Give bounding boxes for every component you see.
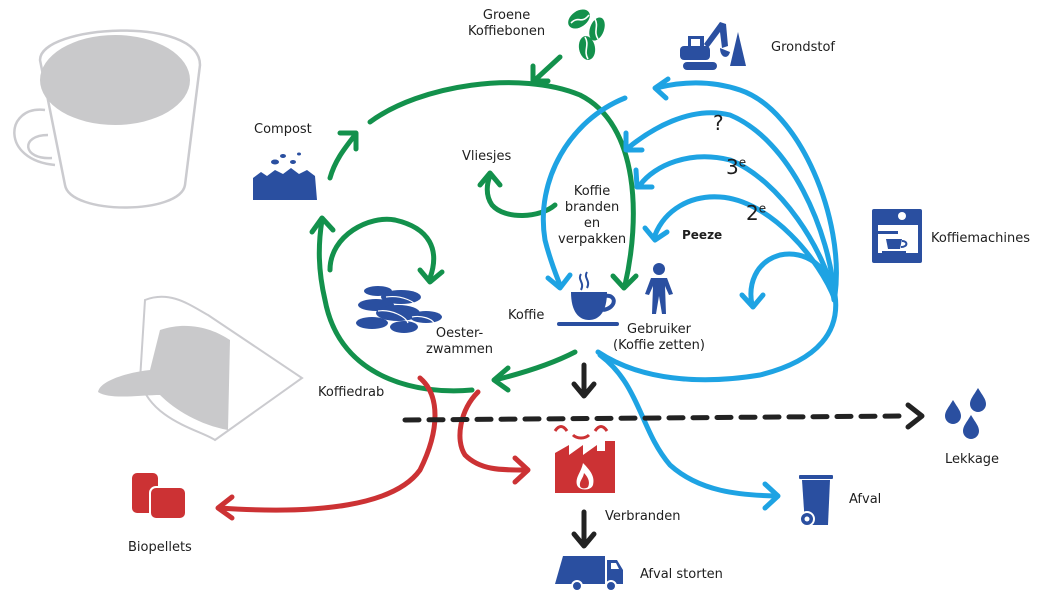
blue-flow-arrows	[540, 76, 839, 511]
label-grondstof: Grondstof	[771, 40, 835, 55]
red-flow-arrows	[215, 375, 531, 521]
label-koffie-branden: Koffie branden en verpakken	[558, 184, 626, 248]
leakage-dashed-line	[402, 413, 908, 423]
coffee-cup-icon	[557, 271, 619, 326]
label-line: branden	[564, 200, 620, 215]
label-groene-koffiebonen: Groene Koffiebonen	[468, 8, 545, 40]
label-unknown-cycle: ?	[713, 111, 724, 135]
coffee-beans-icon	[568, 9, 605, 60]
label-vliesjes: Vliesjes	[462, 149, 512, 164]
black-arrows	[402, 362, 925, 549]
garbage-truck-icon	[555, 556, 623, 592]
label-gebruiker: Gebruiker (Koffie zetten)	[613, 322, 705, 354]
oyster-mushroom-icon	[356, 286, 442, 333]
label-second-cycle: 2e	[746, 202, 766, 224]
label-afval-storten: Afval storten	[640, 567, 723, 582]
water-drops-icon	[945, 388, 986, 439]
label-lekkage: Lekkage	[945, 452, 1000, 467]
label-biopellets: Biopellets	[128, 540, 192, 555]
biopellets-icon	[132, 473, 187, 520]
person-icon	[645, 263, 673, 314]
label-line: verpakken	[558, 232, 627, 247]
label-line: (Koffie zetten)	[613, 338, 705, 353]
label-afval: Afval	[849, 492, 882, 507]
green-arc-main	[367, 80, 636, 288]
label-line: zwammen	[426, 342, 493, 357]
label-line: Koffiebonen	[468, 24, 546, 39]
label-line: Oester-	[435, 326, 484, 341]
wheelie-bin-icon	[799, 475, 833, 527]
label-verbranden: Verbranden	[605, 509, 681, 524]
label-koffiemachines: Koffiemachines	[931, 231, 1031, 246]
excavator-icon	[680, 22, 746, 70]
label-koffiedrab: Koffiedrab	[318, 385, 385, 400]
incinerator-icon	[553, 425, 615, 493]
label-line: Koffie	[573, 184, 611, 199]
label-line: Groene	[482, 8, 531, 23]
mug-illustration	[13, 29, 202, 209]
label-compost: Compost	[254, 122, 312, 137]
label-peeze: Peeze	[682, 228, 723, 242]
coffee-machine-icon	[872, 209, 922, 263]
coffee-filter-illustration	[98, 295, 304, 442]
label-line: en	[583, 216, 601, 231]
label-third-cycle: 3e	[726, 156, 746, 178]
ordinal-number: 2	[746, 201, 759, 225]
ordinal-suffix: e	[758, 201, 767, 216]
label-oesterzwammen: Oester- zwammen	[426, 326, 493, 358]
ordinal-number: 3	[726, 155, 739, 179]
ordinal-suffix: e	[738, 155, 747, 170]
label-line: Gebruiker	[627, 322, 691, 337]
label-koffie: Koffie	[508, 308, 545, 323]
compost-icon	[253, 152, 317, 200]
